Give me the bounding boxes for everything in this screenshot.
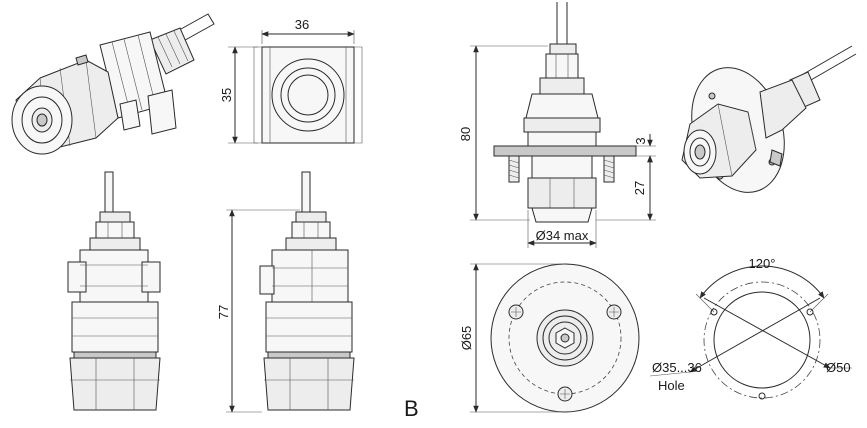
hole-pattern-view: 120° Ø35...36 Hole Ø50 <box>649 256 852 400</box>
side-view-left <box>67 171 161 411</box>
thread-length-label: 27 <box>632 181 647 195</box>
mount-screw-3 <box>557 386 573 402</box>
hole-diameter-label: Ø35...36 <box>652 360 702 375</box>
top-height-label: 35 <box>219 88 234 102</box>
flange-diameter-label: Ø65 <box>459 326 474 351</box>
flange-height-label: 80 <box>458 127 473 141</box>
hole-word-label: Hole <box>658 378 685 393</box>
side-height-label: 77 <box>216 305 231 319</box>
iso-flange-view <box>681 45 857 193</box>
mount-screw-1 <box>508 304 524 320</box>
iso-connector-view <box>11 13 215 155</box>
top-width-label: 36 <box>295 17 309 32</box>
mount-screw-2 <box>606 304 622 320</box>
flange-front-view: Ø65 <box>459 263 640 413</box>
side-view-dimensioned: 77 <box>216 171 355 413</box>
screw-right <box>603 155 615 183</box>
angle-label: 120° <box>749 256 776 271</box>
flange-thickness-label: 3 <box>633 137 648 144</box>
screw-left <box>508 155 520 183</box>
end-view: 36 35 <box>219 17 363 144</box>
flange-side-view: 80 3 27 Ø34 max <box>458 2 656 248</box>
max-diameter-label: Ø34 max <box>536 228 589 243</box>
bolt-circle-label: Ø50 <box>826 360 851 375</box>
section-marker: B <box>404 396 419 421</box>
